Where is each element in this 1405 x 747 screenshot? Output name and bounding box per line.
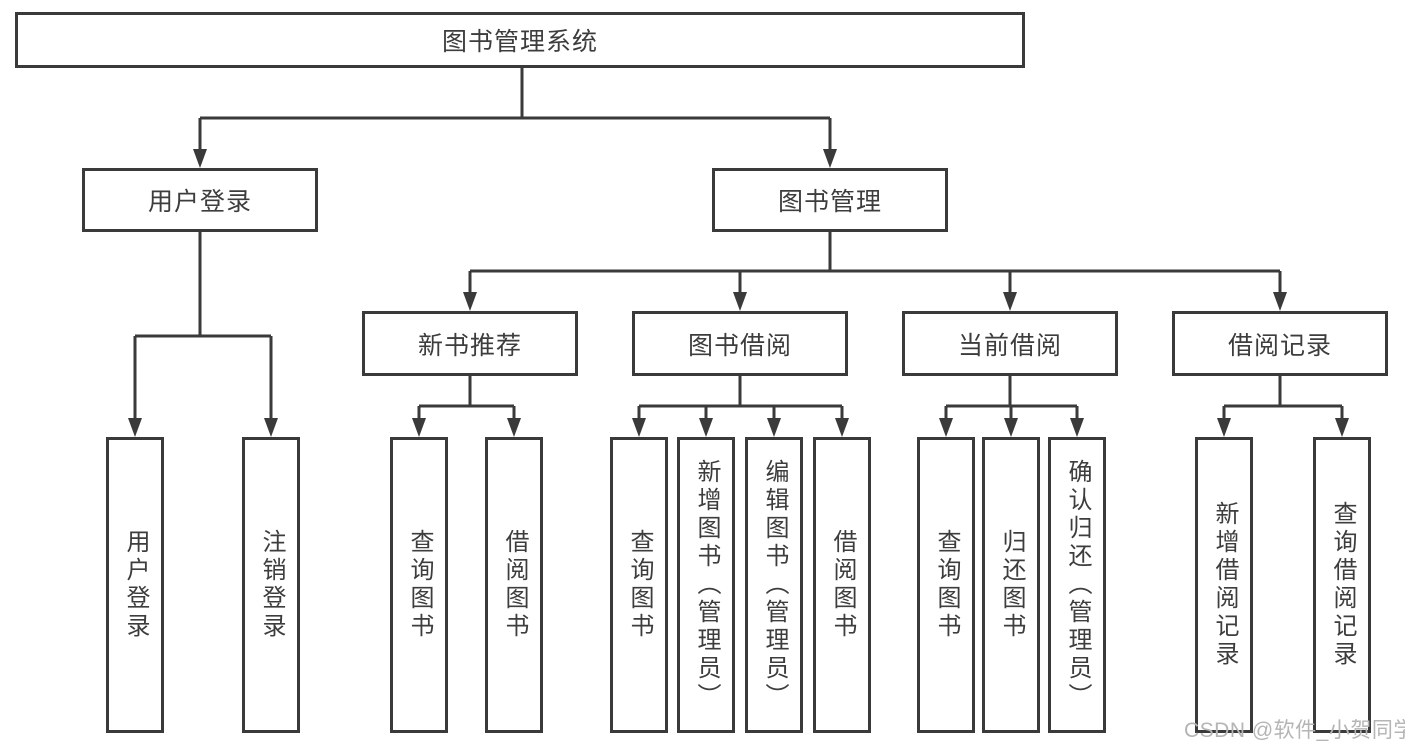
leaf-add-borrow-record: 新增借阅记录 [1195, 437, 1253, 733]
leaf-query-book-newbook: 查询图书 [390, 437, 448, 733]
node-new-book-recommend: 新书推荐 [362, 311, 578, 376]
leaf-logout-login: 注销登录 [242, 437, 300, 733]
node-book-management: 图书管理 [712, 168, 948, 232]
leaf-borrow-book-newbook: 借阅图书 [485, 437, 543, 733]
leaf-return-book: 归还图书 [982, 437, 1040, 733]
node-user-login: 用户登录 [82, 168, 318, 232]
leaf-borrow-book-borrow: 借阅图书 [813, 437, 871, 733]
leaf-query-book-current: 查询图书 [917, 437, 975, 733]
leaf-user-login: 用户登录 [106, 437, 164, 733]
node-current-borrow: 当前借阅 [902, 311, 1118, 376]
node-book-borrow: 图书借阅 [632, 311, 848, 376]
leaf-query-book-borrow: 查询图书 [610, 437, 668, 733]
leaf-edit-book-admin: 编辑图书（管理员） [745, 437, 803, 733]
csdn-watermark: CSDN @软件_小贺同学 [1184, 719, 1405, 742]
node-borrow-record: 借阅记录 [1172, 311, 1388, 376]
leaf-add-book-admin: 新增图书（管理员） [677, 437, 735, 733]
leaf-confirm-return-admin: 确认归还（管理员） [1048, 437, 1106, 733]
node-system-root: 图书管理系统 [15, 12, 1025, 68]
leaf-query-borrow-record: 查询借阅记录 [1313, 437, 1371, 733]
